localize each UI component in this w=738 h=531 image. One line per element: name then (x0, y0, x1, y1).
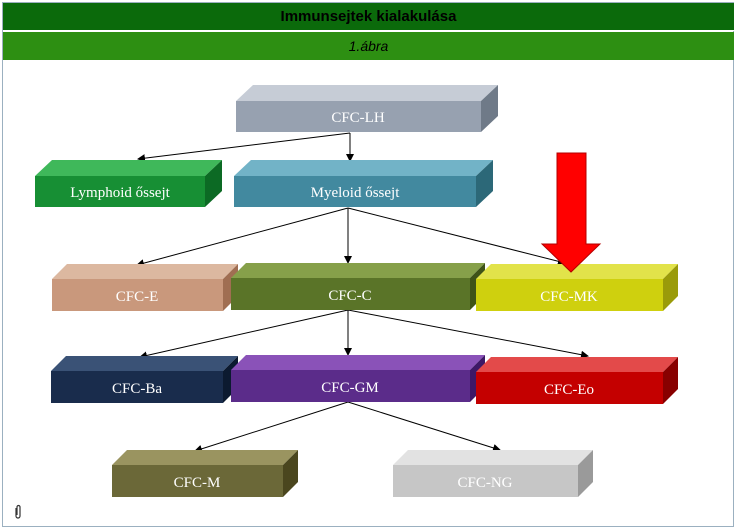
connector-myeloid-mk (347, 207, 566, 266)
connector-lh-lymphoid (137, 132, 351, 163)
connector-c-eo (347, 309, 589, 359)
connector-c-ba (139, 309, 349, 360)
node-label-cfc-c: CFC-C (328, 288, 371, 304)
node-myeloid: Myeloid őssejt (234, 160, 493, 207)
node-cfc-ng: CFC-NG (393, 450, 593, 497)
connector-myeloid-e (136, 207, 349, 268)
node-cfc-mk: CFC-MK (476, 264, 678, 311)
connector-gm-m (194, 401, 349, 453)
down-arrow-icon (540, 152, 602, 273)
node-label-cfc-gm: CFC-GM (321, 380, 379, 396)
node-label-cfc-ba: CFC-Ba (112, 381, 162, 397)
node-label-lymphoid: Lymphoid őssejt (70, 185, 170, 201)
figure-caption: 1.ábra (3, 32, 734, 60)
node-cfc-e: CFC-E (52, 264, 238, 311)
page-title: Immunsejtek kialakulása (3, 3, 734, 31)
node-cfc-lh: CFC-LH (236, 85, 498, 132)
node-cfc-ba: CFC-Ba (51, 356, 238, 403)
connectors (136, 132, 589, 453)
node-lymphoid: Lymphoid őssejt (35, 160, 222, 207)
node-label-cfc-lh: CFC-LH (331, 110, 385, 126)
node-label-myeloid: Myeloid őssejt (311, 185, 401, 201)
node-label-cfc-ng: CFC-NG (457, 475, 512, 491)
node-label-cfc-m: CFC-M (174, 475, 221, 491)
node-cfc-eo: CFC-Eo (476, 357, 678, 404)
paperclip-icon[interactable] (13, 504, 23, 520)
node-cfc-gm: CFC-GM (231, 355, 485, 402)
node-label-cfc-mk: CFC-MK (540, 289, 598, 305)
node-label-cfc-e: CFC-E (116, 289, 159, 305)
node-label-cfc-eo: CFC-Eo (544, 382, 594, 398)
connector-gm-ng (347, 401, 501, 452)
node-cfc-m: CFC-M (112, 450, 298, 497)
node-cfc-c: CFC-C (231, 263, 485, 310)
